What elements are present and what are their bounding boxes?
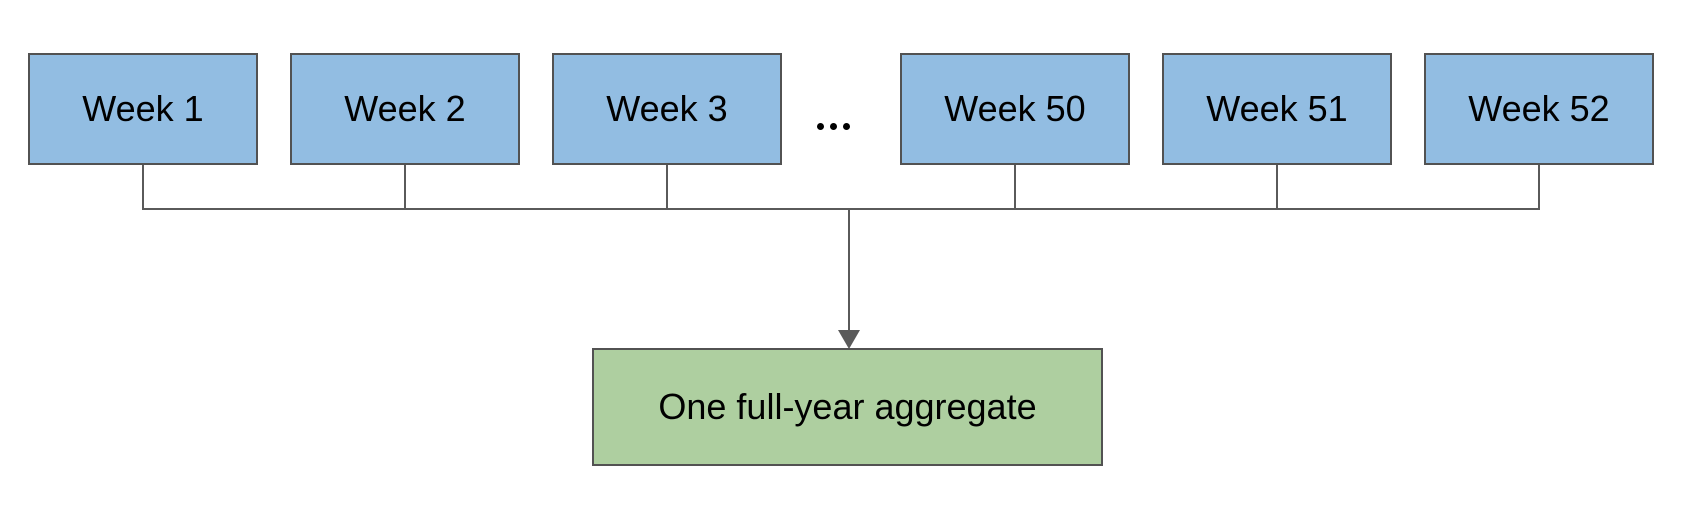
week-box-3: Week 3 xyxy=(552,53,782,165)
ellipsis-dot xyxy=(817,123,824,130)
week-box-1: Week 1 xyxy=(28,53,258,165)
aggregate-arrow-head xyxy=(838,330,860,349)
aggregate-box: One full-year aggregate xyxy=(592,348,1103,466)
ellipsis-dot xyxy=(830,123,837,130)
ellipsis xyxy=(817,123,850,130)
aggregate-box-label: One full-year aggregate xyxy=(658,386,1037,427)
week-box-1-label: Week 1 xyxy=(82,88,204,129)
week-box-50-label: Week 50 xyxy=(944,88,1086,129)
week-box-2: Week 2 xyxy=(290,53,520,165)
week-box-51: Week 51 xyxy=(1162,53,1392,165)
week-box-2-label: Week 2 xyxy=(344,88,466,129)
week-box-3-label: Week 3 xyxy=(606,88,728,129)
week-box-50: Week 50 xyxy=(900,53,1130,165)
ellipsis-dot xyxy=(843,123,850,130)
week-box-52: Week 52 xyxy=(1424,53,1654,165)
week-box-51-label: Week 51 xyxy=(1206,88,1348,129)
week-box-52-label: Week 52 xyxy=(1468,88,1610,129)
